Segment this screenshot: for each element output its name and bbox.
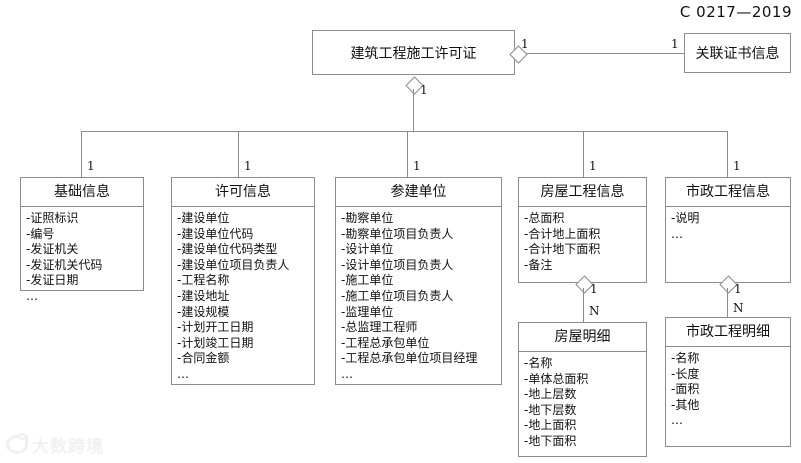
entity-permit-info: 许可信息 -建设单位 -建设单位代码 -建设单位代码类型 -建设单位项目负责人 …	[171, 177, 315, 385]
field-item: …	[671, 226, 683, 241]
branch-drop-building-project-info	[583, 131, 584, 177]
trunk-root-to-bus	[413, 89, 414, 132]
field-item: -发证日期	[26, 273, 79, 288]
field-item: -建设单位项目负责人	[177, 257, 290, 272]
field-item: -建设地址	[177, 288, 230, 303]
standard-code-label: C 0217—2019	[679, 3, 792, 21]
field-item: -计划竣工日期	[177, 335, 254, 350]
branch-drop-participating-units	[407, 131, 408, 177]
cardinality-branch-basic-info: 1	[87, 159, 95, 173]
watermark: 大数跨境	[6, 432, 104, 457]
branch-drop-municipal-project-info	[727, 131, 728, 177]
field-item: -施工单位项目负责人	[341, 288, 454, 303]
cardinality-municipal-detail-many: N	[733, 301, 744, 315]
field-item: -设计单位项目负责人	[341, 257, 454, 272]
field-item: -发证机关	[26, 242, 79, 257]
field-item: -勘察单位	[341, 211, 394, 225]
entity-municipal-detail-title: 市政工程明细	[666, 318, 790, 347]
connector-municipal-to-detail	[727, 288, 728, 317]
entity-permit-info-title: 许可信息	[172, 178, 314, 207]
entity-municipal-project-info-fields: -说明 …	[666, 207, 790, 246]
field-item: -名称	[524, 356, 553, 370]
connector-building-to-detail	[583, 288, 584, 322]
entity-permit-info-fields: -建设单位 -建设单位代码 -建设单位代码类型 -建设单位项目负责人 -工程名称…	[172, 207, 314, 387]
entity-related-certificate: 关联证书信息	[684, 33, 791, 73]
field-item: -设计单位	[341, 242, 394, 257]
field-item: -建设单位	[177, 211, 230, 225]
field-item: -工程名称	[177, 273, 230, 288]
entity-municipal-project-info: 市政工程信息 -说明 …	[665, 177, 791, 283]
field-item: -其他	[671, 397, 700, 412]
entity-root-permit-label: 建筑工程施工许可证	[350, 45, 477, 62]
field-item: …	[26, 288, 38, 303]
field-item: -建设规模	[177, 304, 230, 319]
cardinality-root-right: 1	[521, 37, 529, 51]
field-item: -勘察单位项目负责人	[341, 226, 454, 241]
entity-building-project-info: 房屋工程信息 -总面积 -合计地上面积 -合计地下面积 -备注	[518, 177, 647, 283]
field-item: -工程总承包单位项目经理	[341, 351, 478, 366]
field-item: -合计地上面积	[524, 226, 601, 241]
field-item: -建设单位代码	[177, 226, 254, 241]
field-item: -地上层数	[524, 387, 577, 402]
cardinality-related-left: 1	[671, 37, 679, 51]
field-item: -发证机关代码	[26, 257, 103, 272]
field-item: -总监理工程师	[341, 320, 418, 335]
cardinality-branch-permit-info: 1	[244, 159, 252, 173]
field-item: -备注	[524, 257, 553, 272]
field-item: -面积	[671, 382, 700, 397]
field-item: …	[177, 366, 189, 381]
connector-root-to-related	[521, 53, 684, 54]
entity-basic-info-title: 基础信息	[21, 178, 143, 207]
entity-municipal-project-info-title: 市政工程信息	[666, 178, 790, 207]
cardinality-branch-municipal-project-info: 1	[733, 159, 741, 173]
field-item: -地下层数	[524, 402, 577, 417]
field-item: -编号	[26, 226, 55, 241]
entity-building-project-info-fields: -总面积 -合计地上面积 -合计地下面积 -备注	[519, 207, 646, 277]
watermark-text: 大数跨境	[32, 437, 104, 457]
entity-participating-units-fields: -勘察单位 -勘察单位项目负责人 -设计单位 -设计单位项目负责人 -施工单位 …	[336, 207, 501, 387]
cardinality-root-bottom: 1	[420, 83, 428, 97]
entity-building-detail-fields: -名称 -单体总面积 -地上层数 -地下层数 -地上面积 -地下面积	[519, 352, 646, 454]
cardinality-building-detail-one: 1	[590, 282, 598, 296]
field-item: -计划开工日期	[177, 320, 254, 335]
distribution-bus	[81, 131, 728, 132]
cardinality-building-detail-many: N	[589, 304, 600, 318]
branch-drop-permit-info	[238, 131, 239, 177]
field-item: -单体总面积	[524, 371, 589, 386]
field-item: -施工单位	[341, 273, 394, 288]
field-item: -长度	[671, 366, 700, 381]
field-item: -工程总承包单位	[341, 335, 430, 350]
field-item: -建设单位代码类型	[177, 242, 278, 257]
field-item: -说明	[671, 211, 700, 225]
entity-building-detail-title: 房屋明细	[519, 323, 646, 352]
field-item: -名称	[671, 351, 700, 365]
field-item: …	[671, 413, 683, 428]
entity-participating-units: 参建单位 -勘察单位 -勘察单位项目负责人 -设计单位 -设计单位项目负责人 -…	[335, 177, 502, 385]
field-item: -地下面积	[524, 433, 577, 448]
entity-related-certificate-label: 关联证书信息	[695, 46, 780, 62]
branch-drop-basic-info	[81, 131, 82, 177]
field-item: …	[341, 366, 353, 381]
field-item: -总面积	[524, 211, 565, 225]
cardinality-branch-participating-units: 1	[413, 159, 421, 173]
entity-building-project-info-title: 房屋工程信息	[519, 178, 646, 207]
camera-logo-icon	[6, 433, 28, 454]
entity-basic-info-fields: -证照标识 -编号 -发证机关 -发证机关代码 -发证日期 …	[21, 207, 143, 309]
field-item: -合同金额	[177, 351, 230, 366]
entity-building-detail: 房屋明细 -名称 -单体总面积 -地上层数 -地下层数 -地上面积 -地下面积	[518, 322, 647, 457]
field-item: -证照标识	[26, 211, 79, 225]
cardinality-branch-building-project-info: 1	[589, 159, 597, 173]
field-item: -合计地下面积	[524, 242, 601, 257]
field-item: -地上面积	[524, 418, 577, 433]
entity-basic-info: 基础信息 -证照标识 -编号 -发证机关 -发证机关代码 -发证日期 …	[20, 177, 144, 303]
entity-participating-units-title: 参建单位	[336, 178, 501, 207]
entity-municipal-detail: 市政工程明细 -名称 -长度 -面积 -其他 …	[665, 317, 791, 447]
cardinality-municipal-detail-one: 1	[734, 282, 742, 296]
entity-municipal-detail-fields: -名称 -长度 -面积 -其他 …	[666, 347, 790, 433]
entity-root-permit: 建筑工程施工许可证	[312, 30, 515, 75]
field-item: -监理单位	[341, 304, 394, 319]
